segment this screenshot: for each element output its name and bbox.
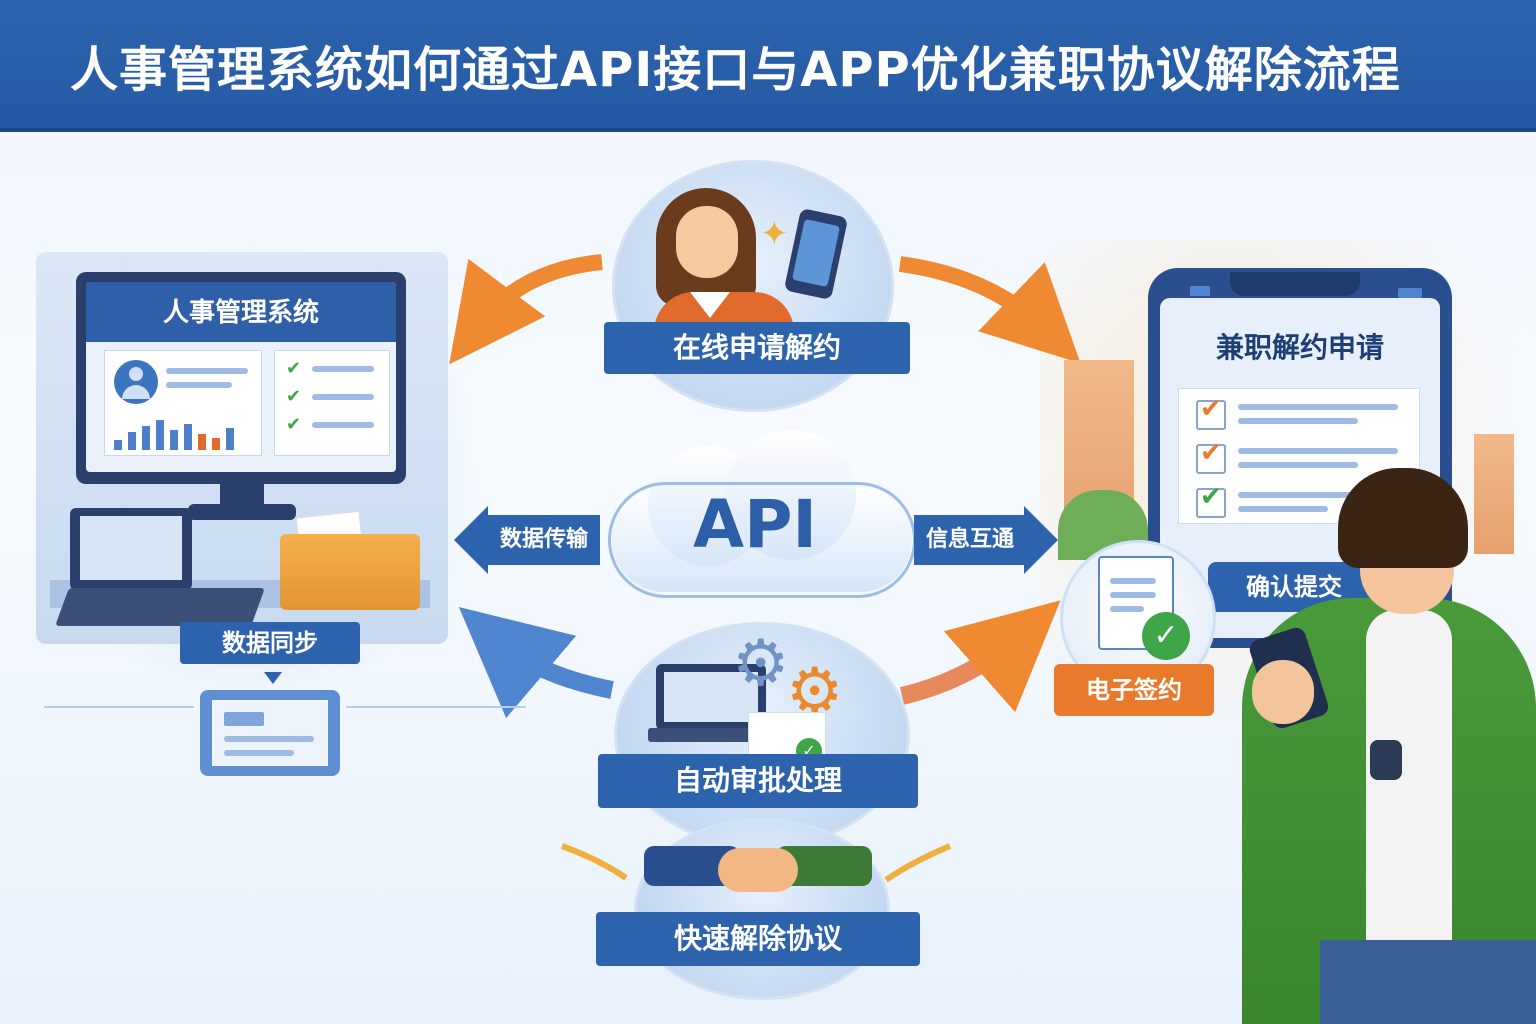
api-label: API [692,486,817,563]
sync-card-block [224,712,264,726]
arrow-top-left [449,254,603,365]
chart-bar [212,438,220,450]
form-line [1238,404,1398,410]
form-line [1238,418,1358,424]
check-icon: ✓ [1142,612,1190,660]
arrow-top-right [898,256,1081,364]
header-banner [0,0,1536,132]
auto-approval-label: 自动审批处理 [598,754,918,808]
quick-termination-label: 快速解除协议 [596,912,920,966]
divider [44,706,194,708]
profile-line [166,382,232,388]
gear-icon: ⚙ [732,627,790,701]
laptop-screen [80,516,182,580]
laptop-keyboard [648,728,780,742]
divider [346,706,526,708]
chart-bar [156,420,164,450]
page-title: 人事管理系统如何通过API接口与APP优化兼职协议解除流程 [70,42,1401,98]
profile-line [166,368,248,374]
arrow-small-left [560,843,628,881]
info-exchange-label: 信息互通 [914,515,1026,565]
chart-bar [170,430,178,450]
form-line [1238,492,1358,498]
avatar-body [122,385,150,399]
checkbox[interactable] [1196,400,1226,430]
confirm-submit-button[interactable]: 确认提交 [1208,562,1380,612]
chart-bar [198,434,206,450]
checklist-line [312,394,374,400]
man-jeans [1320,940,1536,1024]
arrow-left-icon [454,506,488,574]
chart-bar [226,428,234,450]
checkbox[interactable] [1196,444,1226,474]
phone-form-title: 兼职解约申请 [1215,331,1384,364]
check-icon: ✔ [286,386,302,407]
sync-card-screen [212,700,328,766]
data-transfer-label: 数据传输 [488,515,600,565]
doc-line [1110,578,1156,584]
esign-label: 电子签约 [1054,664,1214,716]
monitor-stand [220,484,264,506]
doc-line [1110,592,1156,598]
check-icon: ✔ [1200,394,1222,424]
arrow-small-right [884,843,952,883]
form-line [1238,462,1358,468]
watch-icon [1370,740,1402,780]
chart-bar [128,432,136,450]
monitor-title-bar [86,282,396,342]
checklist-line [312,366,374,372]
handshake-icon [718,848,798,892]
phone-notch [1230,272,1360,296]
cloud-bump [726,430,856,560]
laptop-keyboard [55,588,265,626]
battery-icon [1398,288,1422,298]
man-hand [1252,660,1314,724]
checklist-line [312,422,374,428]
chart-bar [114,440,122,450]
folder-icon [280,534,420,610]
check-icon: ✔ [286,358,302,379]
arrow-bottom-right [899,600,1061,713]
monitor-title: 人事管理系统 [162,298,319,328]
arrow-bottom-left [458,607,614,719]
check-icon: ✔ [286,414,302,435]
check-icon: ✔ [1200,482,1222,512]
chart-bar [142,426,150,450]
building [1474,434,1514,554]
sync-card-line [224,736,314,742]
avatar-head [129,367,143,381]
check-icon: ✔ [1200,438,1222,468]
sync-label: 数据同步 [180,622,360,664]
down-arrow-icon [264,672,282,684]
form-line [1238,506,1328,512]
monitor-base [188,504,296,520]
chart-bar [184,424,192,450]
doc-line [1110,606,1144,612]
spark-icon: ✦ [760,214,789,254]
arrow-right-icon [1024,506,1058,574]
apply-online-label: 在线申请解约 [604,322,910,374]
checkbox[interactable] [1196,488,1226,518]
sync-card-line [224,750,294,756]
form-line [1238,448,1398,454]
signal-icon [1190,286,1210,296]
man-hair [1338,468,1468,568]
woman-face [676,206,738,278]
laptop-screen [664,672,758,722]
